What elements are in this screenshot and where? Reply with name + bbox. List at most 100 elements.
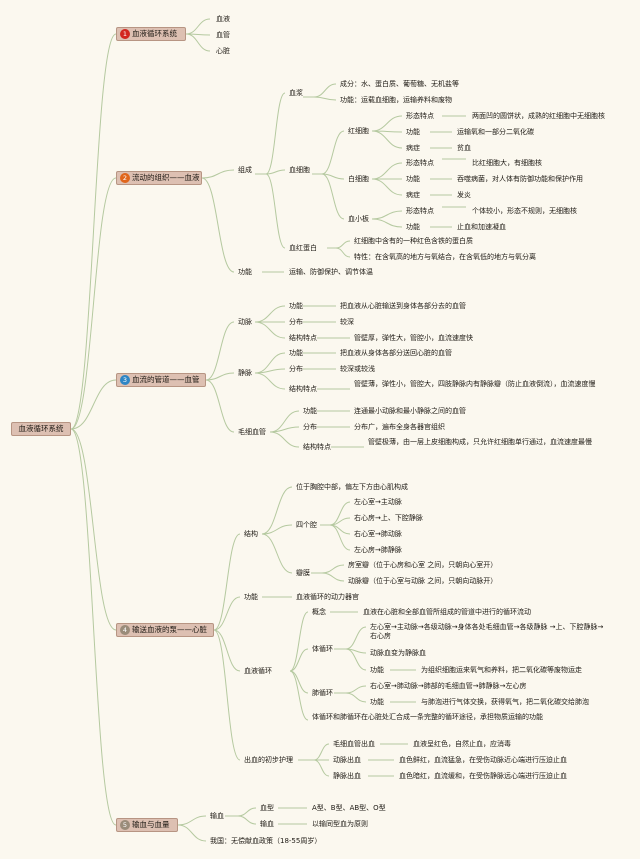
b3-mx-3-k: 结构特点 [303,443,331,451]
connector-curve [371,115,403,132]
branch-3-label: 血流的管道——血管 [132,375,200,384]
b4-tx-2: 动脉血变为静脉血 [370,649,426,657]
b1-item-heart: 心脏 [216,47,230,55]
badge-2: 2 [120,173,130,183]
b3-dm-2-k: 分布 [289,318,303,326]
connector-curve [70,33,117,430]
b4-xunhuan: 血液循环 [244,667,272,675]
b4-tx-gn-v: 为组织细胞运来氧气和养料，把二氧化碳等废物运走 [421,666,582,674]
b3-dm-3-v: 管壁厚，弹性大，管腔小，血流速度快 [354,334,473,342]
b2-xb-1-v: 个体较小，形态不规则，无细胞核 [472,207,577,215]
b2-hx-1-k: 形态特点 [406,112,434,120]
connector-curve [213,629,241,672]
connector-curve [371,162,403,180]
connector-curve [321,564,345,574]
b5-xuexing: 血型 [260,804,274,812]
branch-1-label: 血液循环系统 [132,29,177,38]
connector-curve [261,486,293,535]
root-node[interactable]: 血液循环系统 [11,422,71,436]
b3-mx-1-k: 功能 [303,407,317,415]
branch-4-label: 输送血液的泵——心脏 [132,625,207,634]
b4-tx-1: 左心室→主动脉→各级动脉→身体各处毛细血管→各级静脉 →上、下腔静脉→右心房 [370,623,604,640]
connector-curve [335,247,351,258]
connector-curve [254,352,286,374]
b3-mx-3-v: 管壁极薄，由一层上皮细胞构成，只允许红细胞单行通过，血流速度最慢 [368,438,592,446]
b2-xj-gongneng: 功能：运载血细胞，运输养料和废物 [340,96,452,104]
b4-cx3-v: 血色暗红，血流缓和，在受伤静脉远心端进行压迫止血 [399,772,567,780]
b3-maoxi: 毛细血管 [238,428,266,436]
b2-xuejiang: 血浆 [289,89,303,97]
b4-bm1: 房室瓣（位于心房和心室 之间，只朝向心室开） [348,561,498,569]
connector-curve [185,18,211,35]
connector-curve [371,210,403,220]
b2-hx-3-k: 病症 [406,144,420,152]
b2-xuexibao: 血细胞 [289,166,310,174]
b2-gongneng-v: 运输、防御保护、调节体温 [289,268,373,276]
connector-curve [313,83,337,98]
b4-bm2: 动脉瓣（位于心室与动脉 之间，只朝向动脉开） [348,577,498,585]
b2-bx-1-k: 形态特点 [406,159,434,167]
b4-fx-1: 右心室→肺动脉→肺部的毛细血管→肺静脉→左心房 [370,682,527,690]
b2-xb-2-k: 功能 [406,223,420,231]
b3-mx-1-v: 连通最小动脉和最小静脉之间的血管 [354,407,466,415]
connector-curve [254,321,286,339]
branch-2-label: 流动的组织——血液 [132,173,200,182]
connector-curve [313,759,330,777]
connector-curve [237,807,257,817]
badge-5: 5 [120,820,130,830]
b4-siqiang: 四个腔 [296,521,317,529]
b4-cx3-k: 静脉出血 [333,772,361,780]
b4-feixunhuan: 肺循环 [312,689,333,697]
connector-curve [70,177,117,430]
b2-xb-2-v: 止血和加速凝血 [457,223,506,231]
connector-curve [213,533,241,631]
b4-gainian-v: 血液在心脏和全部血管所组成的管道中进行的循环流动 [363,608,531,616]
b2-hx-1-v: 两面凹的圆饼状，成熟的红细胞中无细胞核 [472,112,605,120]
connector-curve [269,410,300,433]
b3-jm-1-k: 功能 [289,349,303,357]
b3-jm-3-v: 管壁薄，弹性小，管腔大，四肢静脉内有静脉瓣（防止血液倒流），血流速度慢 [354,380,596,388]
connector-curve [205,321,235,381]
b2-bx-3-v: 发炎 [457,191,471,199]
b2-hx-2-k: 功能 [406,128,420,136]
connector-curve [254,372,286,390]
b3-dongmai: 动脉 [238,318,252,326]
connector-curve [321,173,345,220]
connector-curve [70,379,117,430]
b4-banmo: 瓣膜 [296,569,310,577]
b2-bx-3-k: 病症 [406,191,420,199]
b4-q4: 左心房→肺静脉 [354,546,402,554]
b2-bx-2-k: 功能 [406,175,420,183]
connector-curve [185,33,211,52]
connector-curve [321,173,345,180]
b1-item-blood: 血液 [216,15,230,23]
b4-tixunhuan: 体循环 [312,645,333,653]
b3-dm-2-v: 较深 [340,318,354,326]
connector-curve [201,177,235,273]
connector-curve [345,692,367,703]
b5-xuexing-v: A型、B型、AB型、O型 [312,804,386,812]
b2-xj-chengfen: 成分：水、蛋白质、葡萄糖、无机盐等 [340,80,459,88]
b3-dm-1-k: 功能 [289,302,303,310]
b2-xb-1-k: 形态特点 [406,207,434,215]
connector-curve [321,572,345,582]
b4-cx1-v: 血液呈红色，自然止血，应消毒 [413,740,511,748]
b3-dm-3-k: 结构特点 [289,334,317,342]
b3-dm-1-v: 把血液从心脏输送到身体各部分去的血管 [340,302,466,310]
b3-mx-2-k: 分布 [303,423,317,431]
connector-curve [345,685,367,694]
connector-curve [371,178,403,196]
b4-gainian: 概念 [312,608,326,616]
b4-q2: 右心房→上、下腔静脉 [354,514,423,522]
connector-curve [265,92,286,175]
connector-curve [335,240,351,249]
badge-1: 1 [120,29,130,39]
connector-curve [313,96,337,101]
b5-sx-v: 以输同型血为原则 [312,820,368,828]
b4-gongneng-v: 血液循环的动力器官 [296,593,359,601]
